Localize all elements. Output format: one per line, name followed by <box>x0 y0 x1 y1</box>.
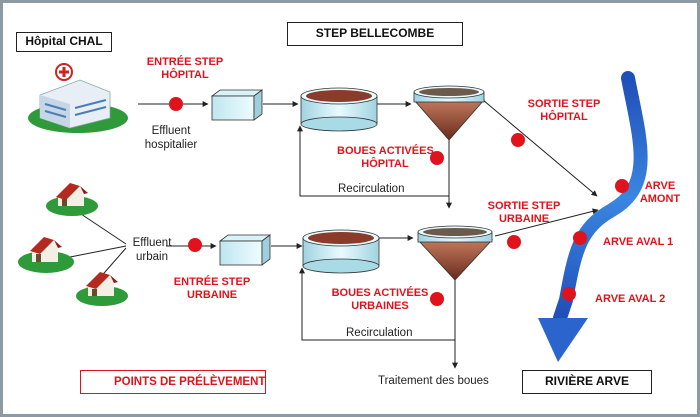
step-box: STEP BELLECOMBE <box>287 22 463 46</box>
boues-hop-line2: HÔPITAL <box>361 158 409 170</box>
river-box: RIVIÈRE ARVE <box>522 370 652 394</box>
sampling-point-sortie-urbaine <box>507 235 521 249</box>
traitement-boues-label: Traitement des boues <box>378 375 489 387</box>
sampling-point-arve-amont <box>615 179 629 193</box>
label-boues-hopital: BOUES ACTIVÉES HÔPITAL <box>337 145 434 171</box>
entree-urb-line2: URBAINE <box>186 289 238 301</box>
clarifier-hospital <box>413 85 485 141</box>
legend-label: POINTS DE PRÉLÈVEMENT <box>114 376 266 388</box>
sortie-urb-line1: SORTIE STEP <box>487 200 561 212</box>
effluent-hosp-line2: hospitalier <box>144 139 198 151</box>
label-entree-step-urbaine: ENTRÉE STEP URBAINE <box>172 276 252 302</box>
effluent-urb-line1: Effluent <box>132 237 172 249</box>
sortie-urb-line2: URBAINE <box>498 213 550 225</box>
house-icon-3 <box>76 272 128 306</box>
label-boues-urbaines: BOUES ACTIVÉES URBAINES <box>330 287 430 313</box>
arve-amont-line1: ARVE <box>644 180 676 192</box>
label-arve-aval2: ARVE AVAL 2 <box>595 293 666 305</box>
entree-urb-line1: ENTRÉE STEP <box>173 276 251 288</box>
sampling-point-arve-aval2 <box>562 287 576 301</box>
sampling-point-arve-aval1 <box>573 231 587 245</box>
sampling-point-boues-urbaines <box>430 292 444 306</box>
clarifier-urban <box>417 225 493 281</box>
legend-box <box>80 370 266 394</box>
label-arve-amont: ARVE AMONT <box>636 180 684 206</box>
recirculation-hospital-label: Recirculation <box>338 183 405 195</box>
boues-hop-line1: BOUES ACTIVÉES <box>337 145 434 157</box>
pretreatment-hospital <box>210 89 264 121</box>
house-icon-1 <box>46 183 98 216</box>
effluent-hosp-line1: Effluent <box>151 125 191 137</box>
pretreatment-urban <box>218 234 272 266</box>
sampling-point-sortie-hopital <box>511 133 525 147</box>
entree-hop-line2: HÔPITAL <box>161 69 209 81</box>
label-sortie-step-urbaine: SORTIE STEP URBAINE <box>484 200 564 226</box>
sampling-point-boues-hopital <box>430 151 444 165</box>
sampling-point-entree-urbaine <box>188 238 202 252</box>
river-arve-arrow <box>538 71 648 362</box>
sampling-point-entree-hopital <box>169 97 183 111</box>
aeration-tank-hospital <box>300 87 378 132</box>
boues-urb-line1: BOUES ACTIVÉES <box>331 287 429 299</box>
hospital-building-icon <box>28 63 128 133</box>
effluent-urbain-label: Effluent urbain <box>126 236 178 264</box>
entree-hop-line1: ENTRÉE STEP <box>146 56 224 68</box>
arve-amont-line2: AMONT <box>639 193 681 205</box>
urban-flow <box>64 208 599 369</box>
label-sortie-step-hopital: SORTIE STEP HÔPITAL <box>524 98 604 124</box>
boues-urb-line2: URBAINES <box>351 300 409 312</box>
sortie-hop-line1: SORTIE STEP <box>527 98 601 110</box>
recirculation-urban-label: Recirculation <box>346 327 413 339</box>
aeration-tank-urban <box>302 229 380 274</box>
sortie-hop-line2: HÔPITAL <box>540 111 588 123</box>
label-arve-aval1: ARVE AVAL 1 <box>603 236 674 248</box>
hospital-flow <box>138 99 598 209</box>
house-icon-2 <box>18 237 74 273</box>
effluent-urb-line2: urbain <box>136 251 168 263</box>
label-entree-step-hopital: ENTRÉE STEP HÔPITAL <box>145 56 225 82</box>
hospital-box: Hôpital CHAL <box>16 32 112 52</box>
effluent-hospitalier-label: Effluent hospitalier <box>126 124 216 152</box>
